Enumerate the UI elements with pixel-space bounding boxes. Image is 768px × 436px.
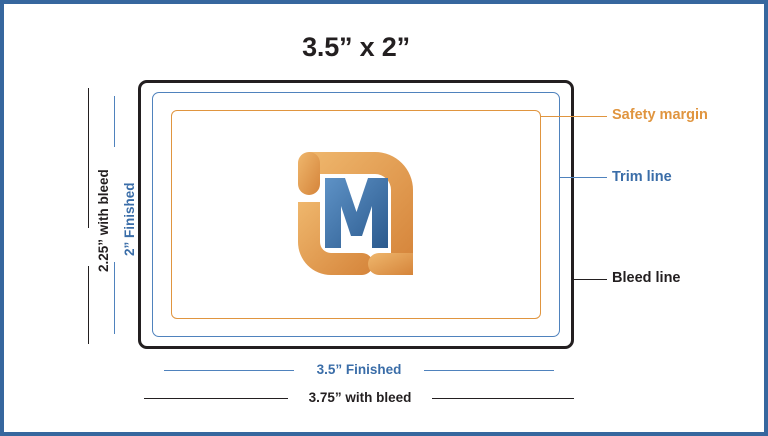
trim-frame: [152, 92, 560, 337]
horizontal-trim-dimension-label: 3.5” Finished: [316, 362, 402, 377]
vertical-trim-dimension-line-bottom: [114, 262, 115, 334]
horizontal-bleed-dimension-line-left: [144, 398, 288, 399]
bleed-line-label: Bleed line: [612, 270, 681, 286]
vertical-trim-dimension-line-top: [114, 96, 115, 147]
vertical-bleed-dimension-line-top: [88, 88, 89, 228]
page-title: 3.5” x 2”: [302, 32, 410, 62]
horizontal-bleed-dimension-line-right: [432, 398, 574, 399]
vertical-bleed-dimension-line-bottom: [88, 266, 89, 344]
trim-line-leader-line: [559, 177, 607, 178]
vertical-trim-dimension-label: 2” Finished: [122, 182, 137, 256]
bleed-line-leader-line: [572, 279, 607, 280]
diagram-canvas: 3.5” x 2”: [4, 4, 764, 432]
trim-line-label: Trim line: [612, 169, 672, 185]
safety-margin-label: Safety margin: [612, 107, 708, 123]
company-logo: [287, 140, 426, 276]
vertical-bleed-dimension-label: 2.25” with bleed: [96, 169, 111, 272]
horizontal-bleed-dimension-label: 3.75” with bleed: [308, 390, 412, 405]
safety-margin-leader-line: [541, 116, 607, 117]
horizontal-trim-dimension-line-left: [164, 370, 294, 371]
safety-frame: [171, 110, 541, 319]
horizontal-trim-dimension-line-right: [424, 370, 554, 371]
